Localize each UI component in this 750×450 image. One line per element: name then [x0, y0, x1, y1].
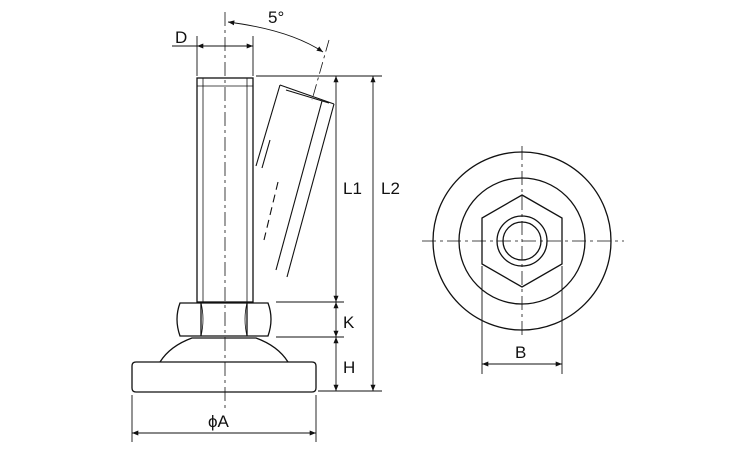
dimension-b-label: B — [515, 343, 526, 362]
angle-label: 5° — [268, 8, 284, 27]
tilt-axis-line — [311, 39, 330, 101]
dimension-b — [481, 266, 563, 374]
dimension-h-label: H — [343, 358, 355, 377]
bolt-shaft — [196, 77, 254, 303]
dimension-l2-label: L2 — [381, 179, 400, 198]
top-view — [422, 146, 624, 374]
ball-dome — [159, 337, 289, 363]
dimension-a-label: ϕA — [208, 412, 230, 431]
dimension-a — [131, 395, 317, 442]
dimension-d-label: D — [175, 28, 187, 47]
extension-lines — [256, 75, 382, 392]
side-view — [131, 12, 382, 442]
dimension-k-label: K — [343, 313, 355, 332]
base-pad — [131, 361, 317, 393]
angle-arc — [227, 20, 324, 53]
hex-nut-top — [481, 194, 563, 288]
dimension-l1-label: L1 — [343, 179, 362, 198]
tilted-bolt-outline — [255, 84, 335, 278]
hex-nut-side — [176, 302, 272, 337]
